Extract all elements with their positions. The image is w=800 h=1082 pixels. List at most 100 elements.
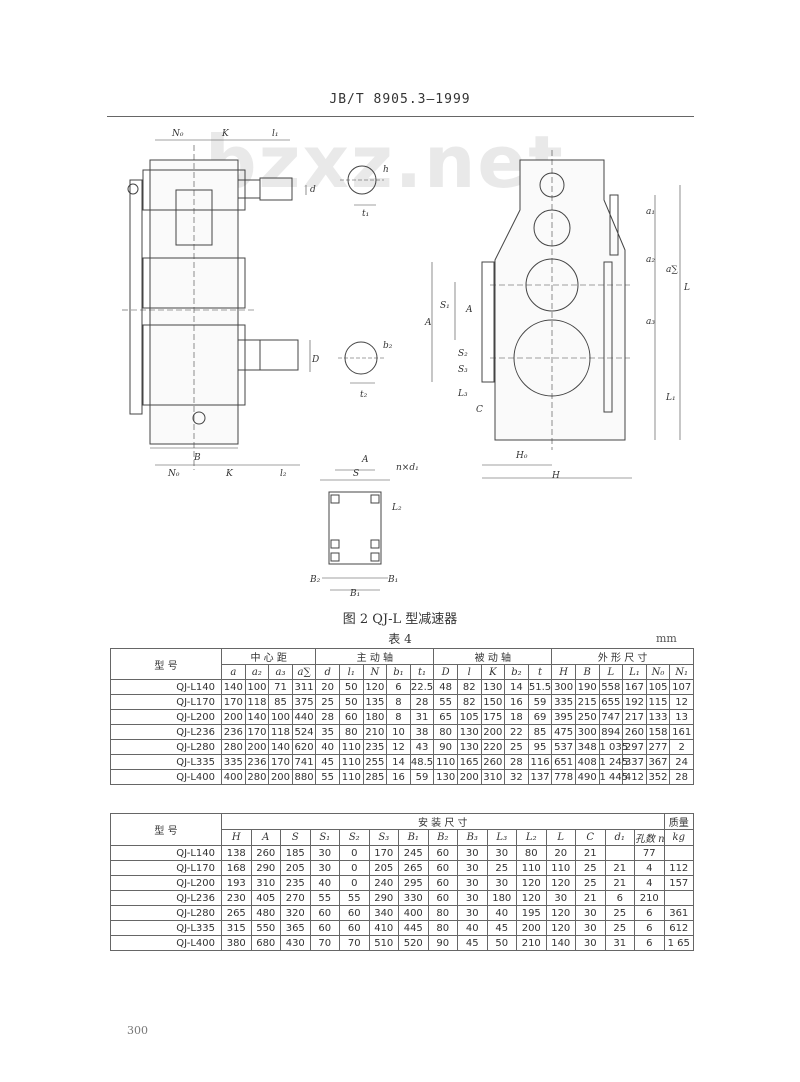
- value-cell: 412: [622, 769, 647, 785]
- value-cell: 175: [480, 709, 506, 725]
- column-header: B₁: [398, 829, 429, 846]
- value-cell: 14: [504, 679, 529, 695]
- value-cell: 60: [339, 920, 370, 936]
- value-cell: 367: [645, 754, 671, 770]
- value-cell: 215: [574, 694, 600, 710]
- value-cell: 270: [280, 890, 311, 906]
- value-cell: 230: [221, 890, 252, 906]
- column-header: K: [480, 664, 506, 680]
- value-cell: 60: [427, 845, 458, 861]
- value-cell: 680: [250, 935, 281, 951]
- model-cell: QJ-L280: [110, 739, 222, 755]
- column-header: 孔数 n: [634, 829, 665, 846]
- value-cell: 200: [268, 769, 293, 785]
- dim-ndl: n×d₁: [396, 463, 419, 473]
- value-cell: 161: [669, 724, 694, 740]
- value-cell: 16: [386, 769, 411, 785]
- value-cell: 28: [669, 769, 694, 785]
- value-cell: 110: [433, 754, 458, 770]
- value-cell: 490: [574, 769, 600, 785]
- value-cell: 30: [457, 905, 488, 921]
- value-cell: 105: [645, 679, 671, 695]
- value-cell: 365: [280, 920, 311, 936]
- value-cell: 0: [339, 845, 370, 861]
- value-cell: 60: [427, 875, 458, 891]
- value-cell: 235: [362, 739, 388, 755]
- value-cell: 210: [362, 724, 388, 740]
- gearbox-drawing: N₀ K l₁ d h t₁ D b₂ t₂ B N₀ K l₂ A S n×d…: [122, 129, 690, 599]
- dim-h: H: [551, 471, 560, 481]
- dim-d-big: D: [311, 355, 319, 365]
- model-cell: QJ-L170: [110, 694, 222, 710]
- value-cell: 340: [368, 905, 399, 921]
- value-cell: 200: [480, 724, 506, 740]
- value-cell: 6: [634, 935, 665, 951]
- value-cell: 297: [622, 739, 647, 755]
- value-cell: 651: [551, 754, 576, 770]
- model-cell: QJ-L400: [110, 769, 222, 785]
- column-header: H: [551, 664, 576, 680]
- dim-l3: L₃: [457, 389, 468, 399]
- dim-b: B: [193, 453, 201, 463]
- value-cell: 115: [645, 694, 671, 710]
- value-cell: 6: [634, 905, 665, 921]
- value-cell: 430: [280, 935, 311, 951]
- value-cell: 140: [244, 709, 270, 725]
- value-cell: 445: [398, 920, 429, 936]
- value-cell: 40: [315, 739, 340, 755]
- value-cell: 6: [634, 920, 665, 936]
- value-cell: 30: [309, 845, 340, 861]
- value-cell: 21: [575, 890, 606, 906]
- value-cell: 168: [221, 860, 252, 876]
- dim-b2-foot: B₂: [309, 575, 321, 585]
- value-cell: 285: [362, 769, 388, 785]
- dim-s1: S₁: [440, 301, 450, 311]
- value-cell: 200: [221, 709, 246, 725]
- value-cell: 524: [291, 724, 317, 740]
- value-cell: 310: [250, 875, 281, 891]
- value-cell: 747: [598, 709, 624, 725]
- column-header: B₃: [457, 829, 488, 846]
- value-cell: 60: [309, 920, 340, 936]
- value-cell: 38: [409, 724, 435, 740]
- column-header: S: [280, 829, 311, 846]
- value-cell: 655: [598, 694, 624, 710]
- value-cell: [663, 890, 694, 906]
- value-cell: 45: [486, 920, 517, 936]
- value-cell: 150: [480, 694, 506, 710]
- value-cell: 30: [575, 920, 606, 936]
- dim-s2: S₂: [458, 349, 468, 359]
- value-cell: 2: [669, 739, 694, 755]
- value-cell: 50: [338, 679, 364, 695]
- value-cell: 4: [634, 860, 665, 876]
- value-cell: 170: [268, 754, 293, 770]
- value-cell: 217: [622, 709, 647, 725]
- value-cell: 475: [551, 724, 576, 740]
- model-cell: QJ-L170: [110, 860, 222, 876]
- value-cell: 48: [433, 679, 458, 695]
- value-cell: 894: [598, 724, 624, 740]
- value-cell: 20: [315, 679, 340, 695]
- value-cell: 120: [516, 890, 547, 906]
- value-cell: 120: [545, 875, 576, 891]
- value-cell: 28: [315, 709, 340, 725]
- value-cell: 0: [339, 860, 370, 876]
- value-cell: 6: [386, 679, 411, 695]
- dim-t2: t₂: [360, 390, 368, 400]
- weight-header: 质量: [663, 813, 694, 830]
- value-cell: 60: [309, 905, 340, 921]
- column-header: d₁: [604, 829, 635, 846]
- value-cell: 118: [244, 694, 270, 710]
- column-header: S₁: [309, 829, 340, 846]
- page-number: 300: [127, 1024, 148, 1037]
- value-cell: 193: [221, 875, 252, 891]
- value-cell: 330: [398, 890, 429, 906]
- value-cell: 410: [368, 920, 399, 936]
- value-cell: 82: [456, 679, 482, 695]
- value-cell: 30: [486, 875, 517, 891]
- value-cell: 170: [368, 845, 399, 861]
